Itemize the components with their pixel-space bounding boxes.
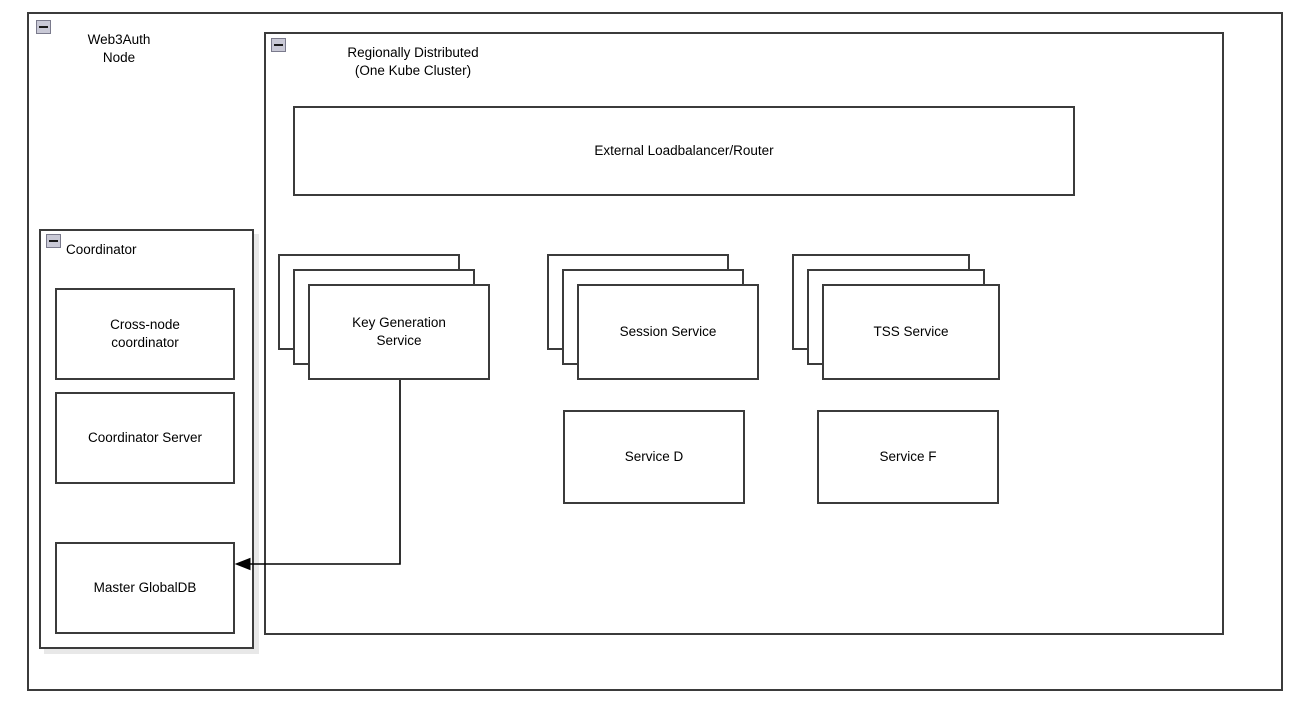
node-stack-session-service[interactable]: Session Service — [547, 254, 759, 380]
node-service-d[interactable]: Service D — [563, 410, 745, 504]
node-coordinator-server[interactable]: Coordinator Server — [55, 392, 235, 484]
node-label-service-d: Service D — [624, 449, 684, 465]
node-service-f[interactable]: Service F — [817, 410, 999, 504]
stack-layer-front-key-generation-service[interactable]: Key Generation Service — [308, 284, 490, 380]
node-label-master-globaldb: Master GlobalDB — [93, 580, 197, 596]
container-label-coordinator: Coordinator — [66, 242, 137, 257]
node-label-cross-node-coordinator: Cross-node coordinator — [110, 317, 180, 350]
collapse-minus-icon-coordinator[interactable] — [46, 234, 61, 248]
node-label-service-f: Service F — [879, 449, 937, 465]
collapse-minus-icon-web3auth-node[interactable] — [36, 20, 51, 34]
collapse-minus-icon-regionally-distributed[interactable] — [271, 38, 286, 52]
node-label-tss-service: TSS Service — [873, 324, 949, 340]
node-stack-tss-service[interactable]: TSS Service — [792, 254, 1000, 380]
stack-layer-front-session-service[interactable]: Session Service — [577, 284, 759, 380]
node-external-loadbalancer-router[interactable]: External Loadbalancer/Router — [293, 106, 1075, 196]
stack-layer-front-tss-service[interactable]: TSS Service — [822, 284, 1000, 380]
node-label-session-service: Session Service — [619, 324, 717, 340]
node-stack-key-generation-service[interactable]: Key Generation Service — [278, 254, 490, 380]
node-master-globaldb[interactable]: Master GlobalDB — [55, 542, 235, 634]
node-label-coordinator-server: Coordinator Server — [87, 430, 203, 446]
node-label-external-loadbalancer-router: External Loadbalancer/Router — [594, 143, 774, 159]
node-cross-node-coordinator[interactable]: Cross-node coordinator — [55, 288, 235, 380]
container-label-regionally-distributed: Regionally Distributed (One Kube Cluster… — [347, 45, 479, 79]
container-label-web3auth-node: Web3Auth Node — [87, 32, 151, 66]
node-label-key-generation-service: Key Generation Service — [352, 315, 446, 348]
